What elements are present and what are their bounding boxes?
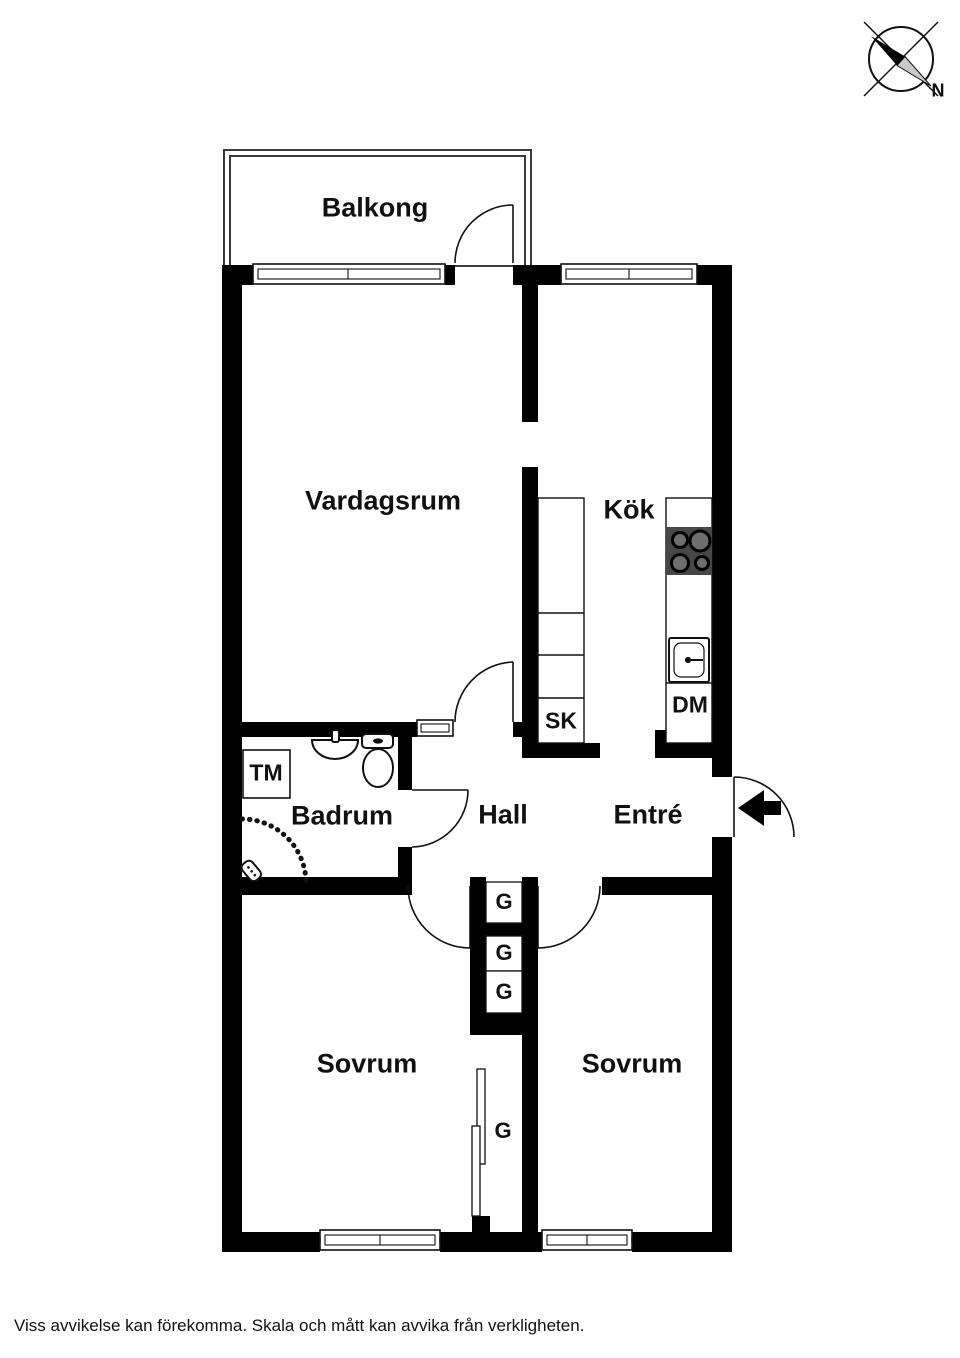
compass-north-label: N [931, 80, 945, 101]
wardrobe-1-label: G [495, 889, 513, 914]
bedroom-right-label: Sovrum [581, 1048, 683, 1079]
entrance-arrow-icon [738, 790, 781, 826]
washing-machine-label: TM [249, 759, 283, 786]
window-living-room [252, 263, 446, 285]
window-kitchen [560, 263, 698, 285]
door-bedroom-right [537, 885, 601, 949]
shower-head-icon [240, 859, 262, 883]
balcony-label: Balkong [321, 192, 429, 223]
kitchen-label: Kök [603, 494, 655, 525]
dishwasher-label: DM [672, 691, 708, 718]
door-balcony [454, 204, 514, 264]
door-living-room [454, 661, 514, 723]
door-bedroom-left [407, 885, 471, 949]
wardrobe-bedroom-label: G [494, 1118, 512, 1143]
door-entrance [733, 776, 795, 838]
window-interior-hall [416, 719, 454, 737]
walls [222, 265, 732, 1252]
bathroom-label: Badrum [290, 800, 394, 831]
disclaimer-text: Viss avvikelse kan förekomma. Skala och … [14, 1316, 585, 1335]
kitchen-sink-icon [668, 637, 710, 683]
compass-icon [863, 21, 939, 97]
kitchen-cabinet-column [537, 497, 585, 744]
washbasin-icon [310, 729, 360, 760]
wardrobe-cells [485, 881, 523, 1014]
washing-machine-box [242, 749, 291, 799]
window-bedroom-right [541, 1229, 633, 1251]
door-bathroom [411, 789, 469, 848]
entrance-label: Entré [613, 799, 683, 830]
shower-curtain [239, 816, 309, 886]
bedroom-left-label: Sovrum [316, 1048, 418, 1079]
closet-sliding-doors [471, 1068, 486, 1217]
stove-icon [666, 527, 712, 575]
hall-label: Hall [478, 799, 528, 830]
wardrobe-2-label: G [495, 940, 513, 965]
window-bedroom-left [319, 1229, 441, 1251]
toilet-icon [361, 733, 394, 788]
living-room-label: Vardagsrum [304, 485, 462, 516]
cleaning-closet-label: SK [545, 707, 577, 734]
wardrobe-3-label: G [495, 979, 513, 1004]
